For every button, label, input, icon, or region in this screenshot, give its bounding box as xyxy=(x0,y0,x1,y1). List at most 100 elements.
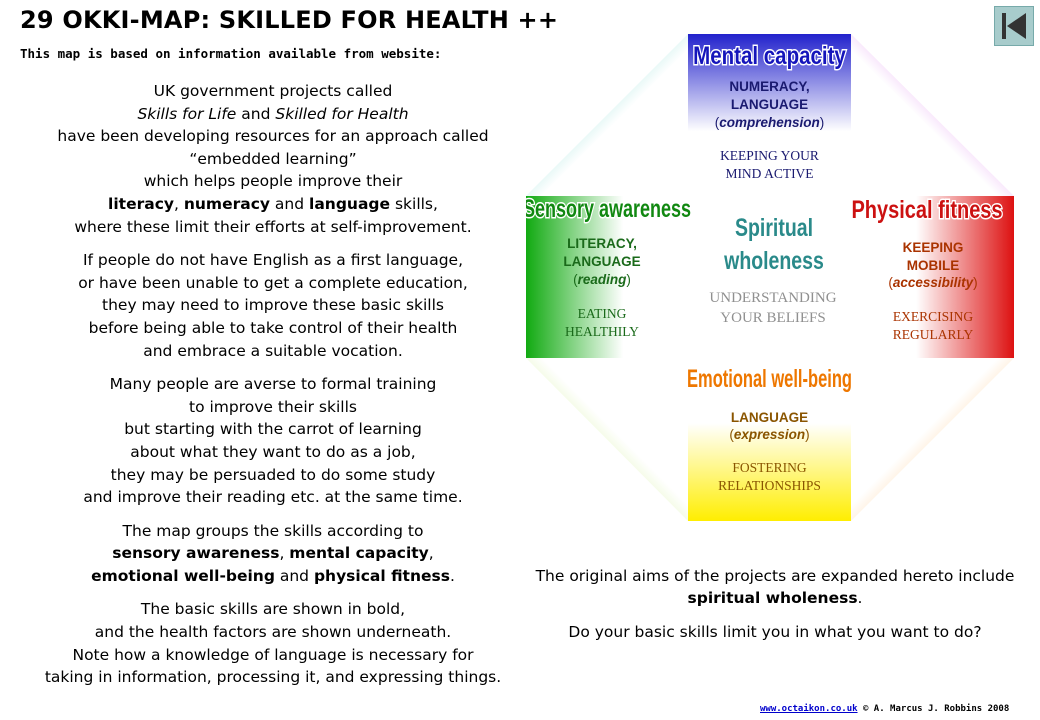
text-run: where these limit their efforts at self-… xyxy=(74,217,472,236)
corner-top-right xyxy=(851,34,1014,196)
spiritual-heading-2: wholeness xyxy=(723,247,824,275)
text-run: Do your basic skills limit you in what y… xyxy=(568,623,982,641)
text-run: or have been unable to get a complete ed… xyxy=(78,273,468,292)
spiritual-health-2: YOUR BELIEFS xyxy=(720,310,825,326)
text-run: . xyxy=(449,566,455,585)
text-run: UK government projects called xyxy=(153,82,393,100)
paragraph: The original aims of the projects are ex… xyxy=(530,565,1020,609)
paragraph: Many people are averse to formal trainin… xyxy=(18,373,528,509)
italic-term: Skills for Life xyxy=(137,104,237,123)
text-line: where these limit their efforts at self-… xyxy=(18,216,528,239)
text-line: Skills for Life and Skilled for Health xyxy=(18,103,528,126)
mental-skill-2: LANGUAGE xyxy=(731,97,808,112)
website-link[interactable]: www.octaikon.co.uk xyxy=(760,704,858,714)
text-run: The original aims of the projects are ex… xyxy=(535,567,938,585)
text-run: they may be persuaded to do some study xyxy=(110,465,436,484)
text-line: UK government projects called xyxy=(18,80,528,103)
svg-text:Mental capacity: Mental capacity xyxy=(693,41,846,69)
text-line: or have been unable to get a complete ed… xyxy=(18,272,528,295)
physical-health-2: REGULARLY xyxy=(893,327,974,342)
text-run: to include xyxy=(937,567,1015,585)
text-run: before being able to take control of the… xyxy=(88,318,458,337)
text-line: Many people are averse to formal trainin… xyxy=(18,373,528,396)
mental-skill-sub: (comprehension) xyxy=(715,115,825,130)
bold-term: mental capacity xyxy=(289,544,429,563)
corner-bottom-right xyxy=(851,358,1014,521)
sensory-skill-2: LANGUAGE xyxy=(563,254,640,269)
okki-map-diagram: Mental capacity Mental capacity NUMERACY… xyxy=(526,34,1014,521)
text-run: Note how a knowledge of language is nece… xyxy=(72,645,474,664)
emotional-well-being-heading: Emotional well-being xyxy=(687,366,852,393)
text-line: to improve their skills xyxy=(18,396,528,419)
sensory-skill-sub: (reading) xyxy=(573,272,631,287)
paragraph: The basic skills are shown in bold, and t… xyxy=(18,598,528,688)
sensory-awareness-heading: Sensory awareness xyxy=(526,194,691,223)
corner-bottom-left xyxy=(526,358,688,521)
closing-text: The original aims of the projects are ex… xyxy=(530,565,1020,655)
text-run: to improve their skills xyxy=(189,397,357,416)
text-line: and the health factors are shown underne… xyxy=(18,621,528,644)
italic-term: Skilled for Health xyxy=(275,104,409,123)
text-run: and improve their reading etc. at the sa… xyxy=(83,488,463,507)
back-button[interactable] xyxy=(994,6,1034,46)
emotional-health-2: RELATIONSHIPS xyxy=(718,478,821,493)
text-line: Note how a knowledge of language is nece… xyxy=(18,644,528,667)
svg-text:Emotional well-being: Emotional well-being xyxy=(687,366,852,393)
text-run: . xyxy=(857,589,863,607)
text-run: they may need to improve these basic ski… xyxy=(102,296,444,315)
corner-top-left xyxy=(526,34,688,196)
panel-spiritual-wholeness xyxy=(688,196,851,358)
physical-health-1: EXERCISING xyxy=(893,309,973,324)
text-run: Many people are averse to formal trainin… xyxy=(109,375,437,394)
svg-text:Sensory awareness: Sensory awareness xyxy=(526,194,691,223)
panel-mental-capacity xyxy=(688,34,851,196)
skip-back-icon xyxy=(1002,13,1026,39)
text-line: taking in information, processing it, an… xyxy=(18,666,528,689)
sensory-health-2: HEALTHILY xyxy=(565,324,639,339)
text-run: , xyxy=(279,544,290,563)
spiritual-heading-1: Spiritual xyxy=(735,214,813,242)
text-run: “embedded learning” xyxy=(189,149,357,168)
text-line: The original aims of the projects are ex… xyxy=(536,567,938,585)
source-note: This map is based on information availab… xyxy=(20,46,442,61)
text-run: , xyxy=(428,544,434,563)
paragraph: If people do not have English as a first… xyxy=(18,249,528,362)
text-line: The basic skills are shown in bold, xyxy=(18,598,528,621)
sensory-health-1: EATING xyxy=(578,306,627,321)
text-run: and xyxy=(236,104,276,123)
text-line: they may need to improve these basic ski… xyxy=(18,294,528,317)
bold-term: numeracy xyxy=(183,194,270,213)
emotional-skill-1: LANGUAGE xyxy=(731,410,808,425)
text-run: If people do not have English as a first… xyxy=(82,251,464,270)
text-run: skills, xyxy=(390,194,438,213)
text-line: “embedded learning” xyxy=(18,148,528,171)
text-line: to include spiritual wholeness. xyxy=(688,567,1015,607)
text-run: about what they want to do as a job, xyxy=(130,442,416,461)
text-line: about what they want to do as a job, xyxy=(18,441,528,464)
top-heading: Mental capacity Mental capacity xyxy=(692,40,848,71)
text-run: and xyxy=(270,194,310,213)
center-heading: Spiritual wholeness xyxy=(723,214,824,275)
text-run: taking in information, processing it, an… xyxy=(44,668,502,687)
spiritual-health-1: UNDERSTANDING xyxy=(709,290,836,306)
text-run: and the health factors are shown underne… xyxy=(94,623,452,642)
physical-skill-sub: (accessibility) xyxy=(888,275,977,290)
text-run: have been developing resources for an ap… xyxy=(57,127,489,146)
copyright: © A. Marcus J. Robbins 2008 xyxy=(862,704,1010,714)
text-run: , xyxy=(174,194,184,213)
text-line: sensory awareness, mental capacity, xyxy=(18,542,528,565)
text-line: If people do not have English as a first… xyxy=(18,249,528,272)
text-run: which helps people improve their xyxy=(143,172,403,191)
text-line: literacy, numeracy and language skills, xyxy=(18,193,528,216)
panel-sensory-awareness xyxy=(526,196,688,358)
text-line: but starting with the carrot of learning xyxy=(18,418,528,441)
bold-term: physical fitness xyxy=(313,566,450,585)
mental-capacity-heading: Mental capacity xyxy=(693,41,846,69)
physical-skill-1: KEEPING xyxy=(903,240,964,255)
emotional-health-1: FOSTERING xyxy=(732,460,807,475)
physical-fitness-heading: Physical fitness xyxy=(851,196,1002,224)
physical-skill-2: MOBILE xyxy=(907,258,960,273)
